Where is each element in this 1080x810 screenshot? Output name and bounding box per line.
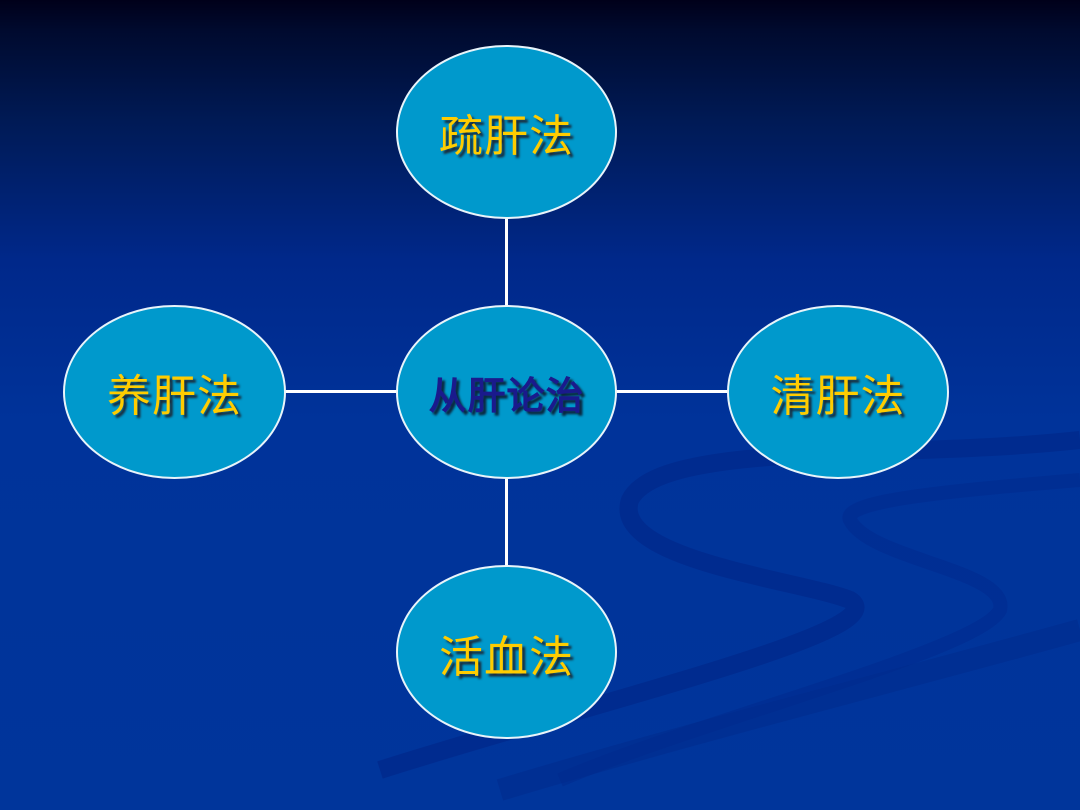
node-left: 养肝法 — [63, 305, 286, 479]
node-top-label: 疏肝法 — [439, 111, 574, 162]
node-center-label: 从肝论治 — [428, 372, 585, 418]
node-bottom: 活血法 — [396, 565, 617, 739]
connector-bottom — [505, 478, 508, 566]
node-bottom-label: 活血法 — [439, 632, 574, 683]
node-top: 疏肝法 — [396, 45, 617, 219]
node-right: 清肝法 — [727, 305, 949, 479]
node-left-label: 养肝法 — [107, 371, 242, 422]
node-right-label: 清肝法 — [770, 371, 906, 422]
connector-top — [505, 218, 508, 306]
connector-right — [616, 390, 728, 393]
connector-left — [285, 390, 397, 393]
node-center: 从肝论治 — [396, 305, 617, 479]
